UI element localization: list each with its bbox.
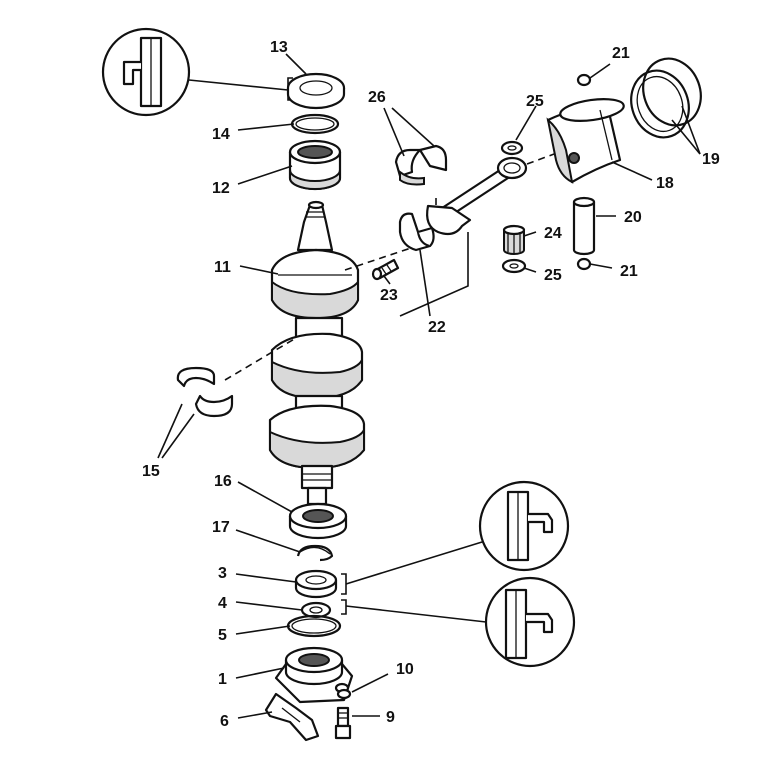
label-22: 22	[428, 319, 446, 336]
label-26: 26	[368, 89, 386, 106]
snap-ring-17	[296, 544, 334, 562]
label-14: 14	[212, 126, 230, 143]
label-9: 9	[386, 709, 395, 726]
needle-bearing-12	[288, 139, 342, 191]
seal-detail-inset-upper	[341, 480, 570, 595]
label-17: 17	[212, 519, 230, 536]
label-20: 20	[624, 209, 642, 226]
oil-seal-4	[300, 601, 332, 619]
label-24: 24	[544, 225, 562, 242]
rod-bolt-23	[371, 258, 400, 281]
label-11: 11	[214, 259, 231, 276]
seal-detail-inset-lower	[341, 576, 576, 668]
leader-lines	[157, 53, 701, 719]
label-4: 4	[218, 595, 227, 612]
washer-10	[336, 688, 352, 700]
label-5: 5	[218, 627, 227, 644]
oil-seal-13	[286, 72, 346, 110]
plate-6	[264, 692, 320, 742]
label-21-top: 21	[612, 45, 630, 62]
label-15: 15	[142, 463, 160, 480]
label-3: 3	[218, 565, 227, 582]
label-25-bottom: 25	[544, 267, 562, 284]
circlip-21-top	[576, 73, 592, 87]
label-13: 13	[270, 39, 288, 56]
label-18: 18	[656, 175, 674, 192]
oil-seal-3	[294, 569, 338, 599]
label-6: 6	[220, 713, 229, 730]
circlip-21-bottom	[576, 257, 592, 271]
label-23: 23	[380, 287, 398, 304]
thrust-washer-25-top	[500, 140, 524, 156]
part-number-labels: 13 14 12 11 15 16 17 3 4 5 1 6 10 9 26 2…	[142, 39, 720, 730]
piston	[546, 98, 625, 184]
needle-bearing-24	[502, 224, 526, 255]
bolt-9	[334, 706, 352, 740]
connecting-rod-18	[426, 149, 566, 236]
o-ring-14	[290, 113, 340, 135]
thrust-washer-25-bottom	[501, 258, 527, 274]
wrist-pin-20	[572, 196, 596, 256]
label-10: 10	[396, 661, 414, 678]
ball-bearing-16	[288, 502, 348, 540]
label-12: 12	[212, 180, 230, 197]
crankshaft-11	[268, 200, 421, 506]
label-25-top: 25	[526, 93, 544, 110]
con-rod-cap-26	[394, 144, 448, 186]
lower-bearing-housing-1	[274, 646, 354, 704]
piston-rings-19	[630, 57, 702, 139]
label-1: 1	[218, 671, 227, 688]
o-ring-5	[286, 614, 342, 638]
label-16: 16	[214, 473, 232, 490]
label-19: 19	[702, 151, 720, 168]
crankpin-bearing-15	[176, 337, 297, 418]
seal-detail-inset-top	[101, 27, 293, 117]
label-21-bottom: 21	[620, 263, 638, 280]
